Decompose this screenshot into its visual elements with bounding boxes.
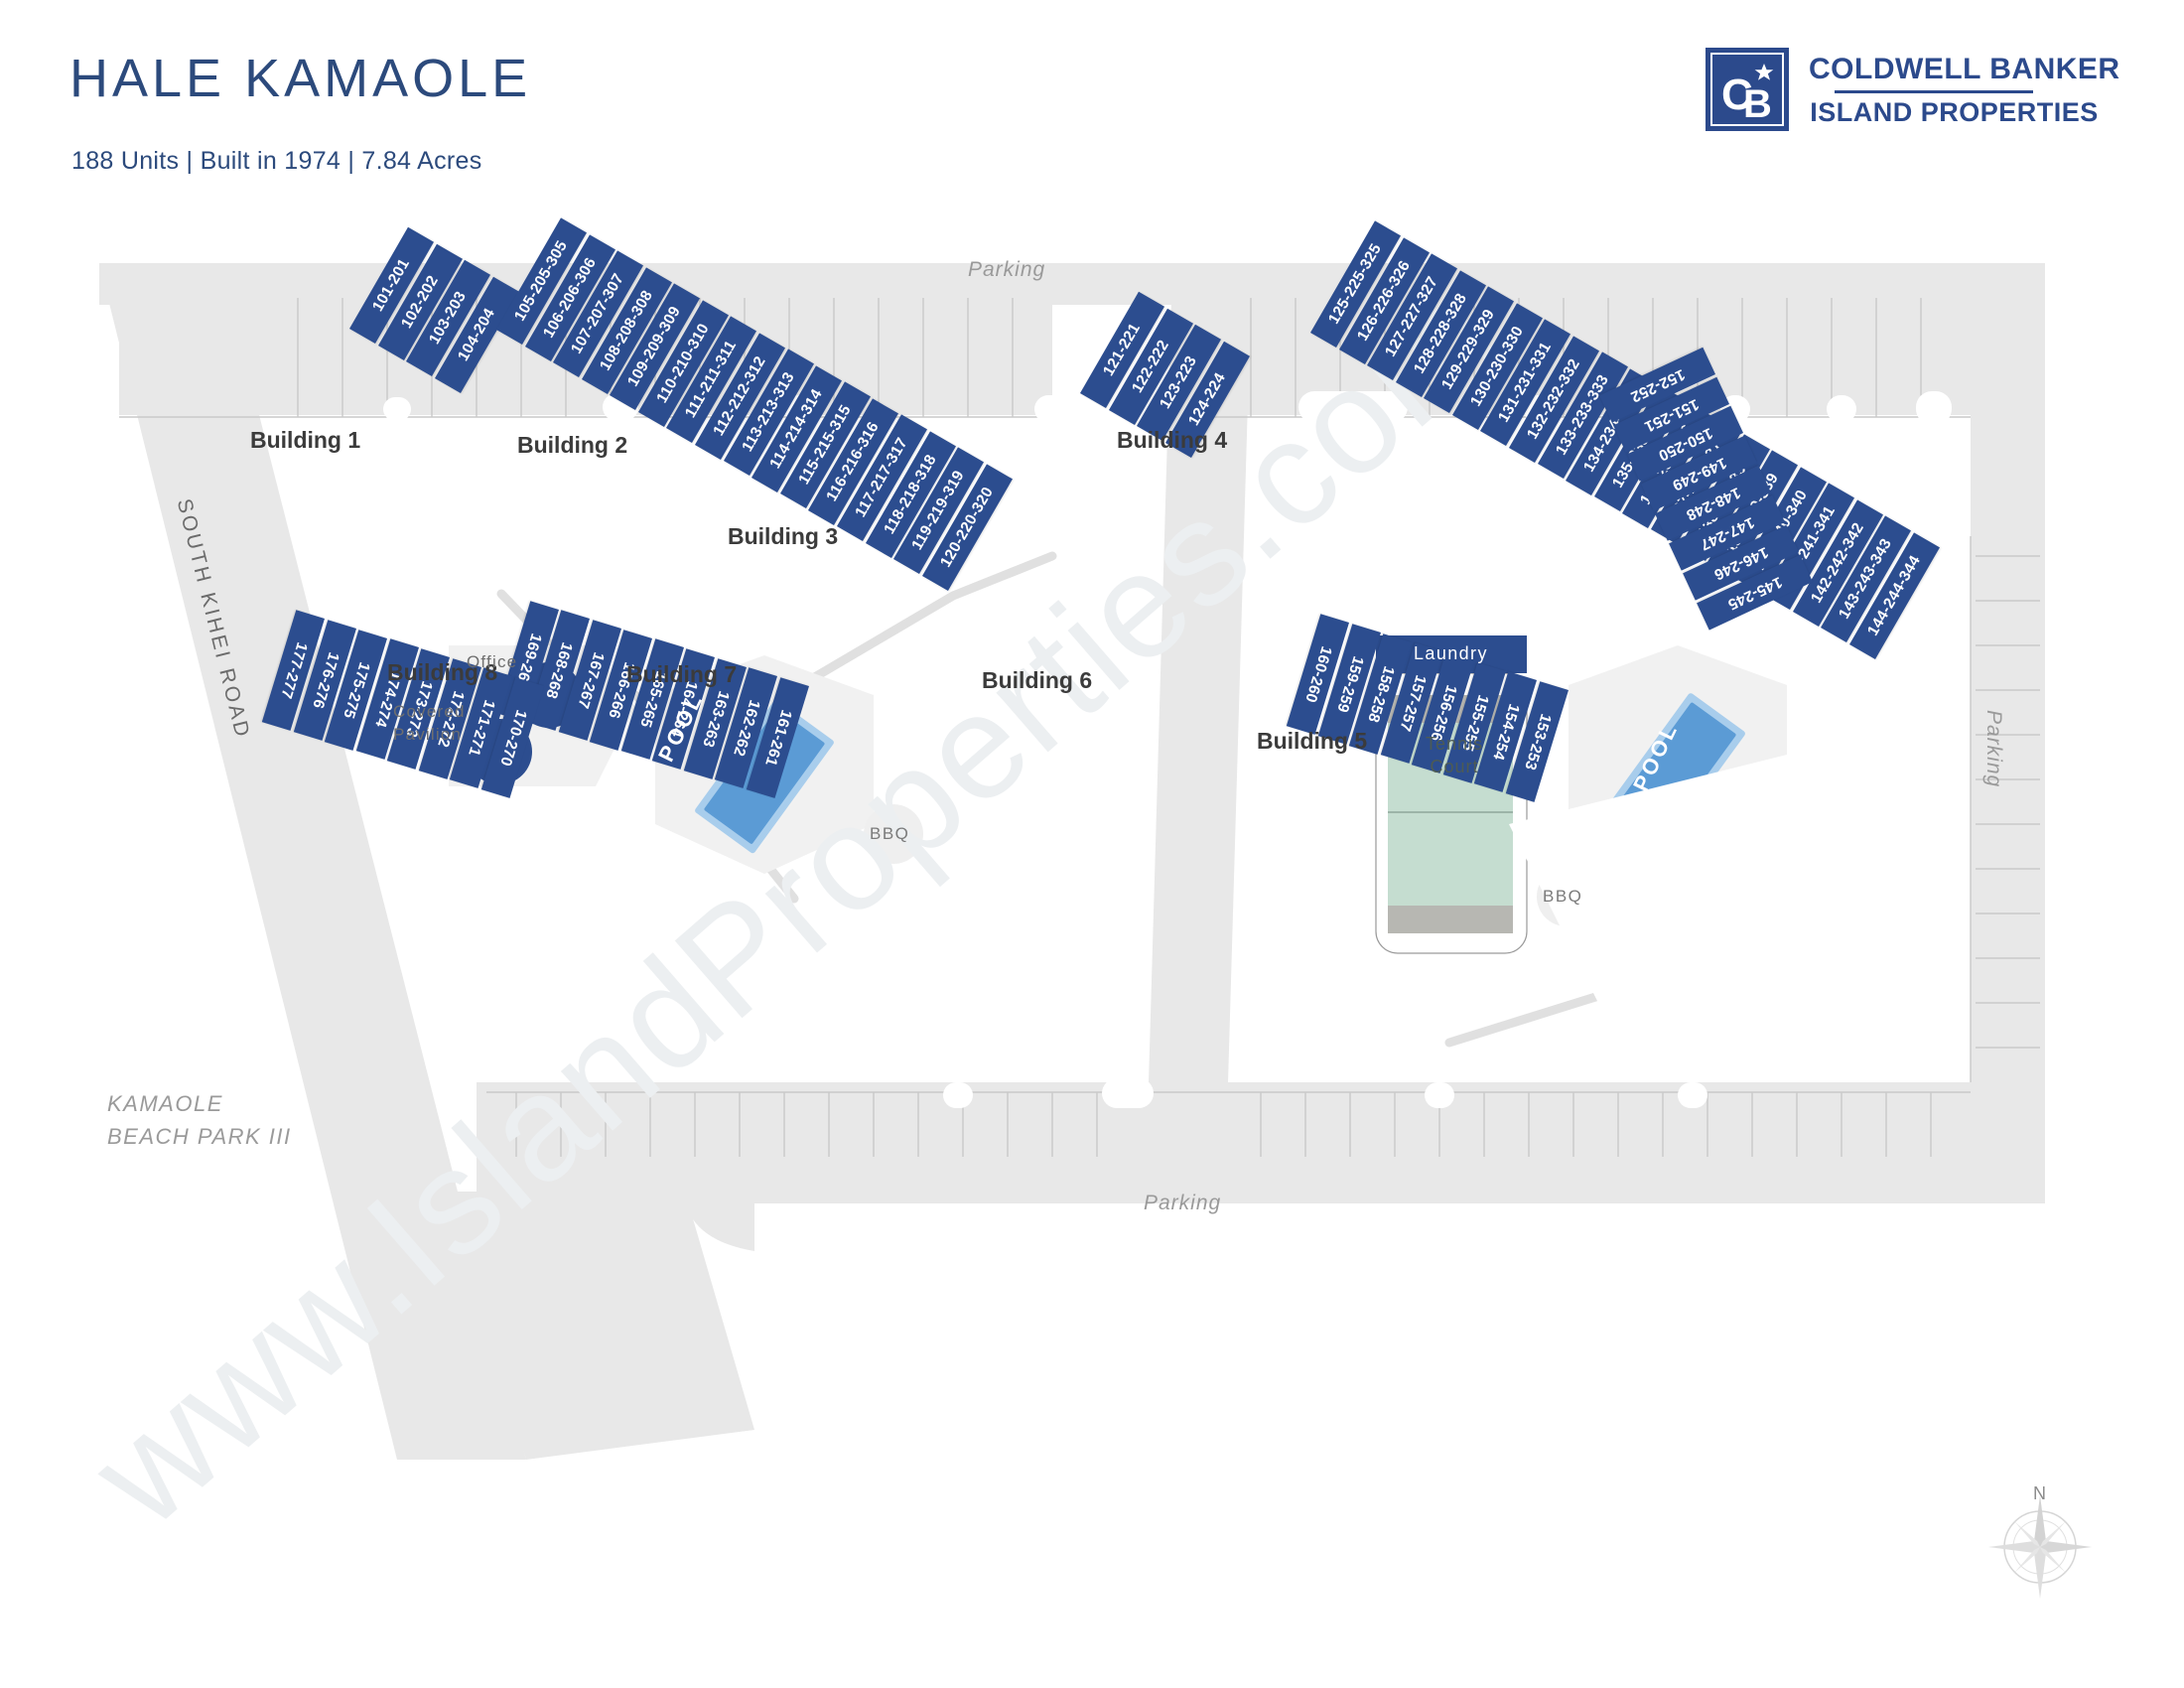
parking-bottom-label: Parking [1144, 1192, 1222, 1214]
page-title: HALE KAMAOLE [69, 49, 532, 108]
compass-north-label: N [2033, 1483, 2046, 1503]
building-label-3: Building 3 [728, 523, 839, 549]
building-label-7: Building 7 [626, 661, 738, 687]
pavilion-line1: Covered [393, 702, 466, 721]
building-label-2: Building 2 [517, 432, 628, 458]
parking-top-label: Parking [968, 258, 1046, 281]
bbq-east-label: BBQ [1543, 887, 1583, 906]
central-drive [1147, 298, 1251, 1152]
entry-driveway [452, 1192, 754, 1460]
building-label-1: Building 1 [250, 427, 361, 453]
building-label-5: Building 5 [1257, 728, 1368, 754]
bbq-west-icon [864, 804, 923, 864]
building5-pad [1509, 755, 1936, 1023]
tennis-line2: Court [1430, 757, 1479, 777]
building-label-8: Building 8 [387, 659, 498, 685]
tennis-court-label: Tennis Court [1410, 733, 1499, 779]
covered-pavilion-label: Covered Pavilion [393, 701, 466, 747]
tennis-line1: Tennis [1425, 734, 1484, 754]
office-label: Office [467, 652, 518, 671]
svg-text:B: B [1743, 82, 1772, 126]
laundry-label: Laundry [1414, 643, 1488, 663]
south-kihei-road [99, 263, 526, 1460]
svg-text:C: C [1721, 70, 1753, 119]
park-line2: BEACH PARK III [107, 1124, 292, 1149]
parking-right-label: Parking [1982, 710, 2005, 788]
building-label-4: Building 4 [1117, 427, 1228, 453]
parking-stalls-bottom [486, 1091, 1971, 1157]
coldwell-banker-logo: C B COLDWELL BANKER ISLAND PROPERTIES [1706, 48, 2122, 137]
building-label-6: Building 6 [982, 667, 1093, 693]
pavilion-line2: Pavilion [393, 724, 463, 744]
cb-monogram-icon: C B [1706, 48, 1789, 131]
compass-rose-icon [1988, 1495, 2092, 1599]
park-line1: KAMAOLE [107, 1091, 223, 1116]
bbq-west-label: BBQ [870, 824, 910, 843]
logo-office-line: ISLAND PROPERTIES [1810, 96, 2099, 127]
parking-stalls-right [1970, 536, 2040, 1082]
page-subtitle: 188 Units | Built in 1974 | 7.84 Acres [71, 147, 482, 175]
logo-divider [1835, 89, 2033, 93]
kamaole-beach-park-label: KAMAOLE BEACH PARK III [107, 1087, 292, 1153]
logo-brand-line: COLDWELL BANKER [1809, 53, 2120, 85]
